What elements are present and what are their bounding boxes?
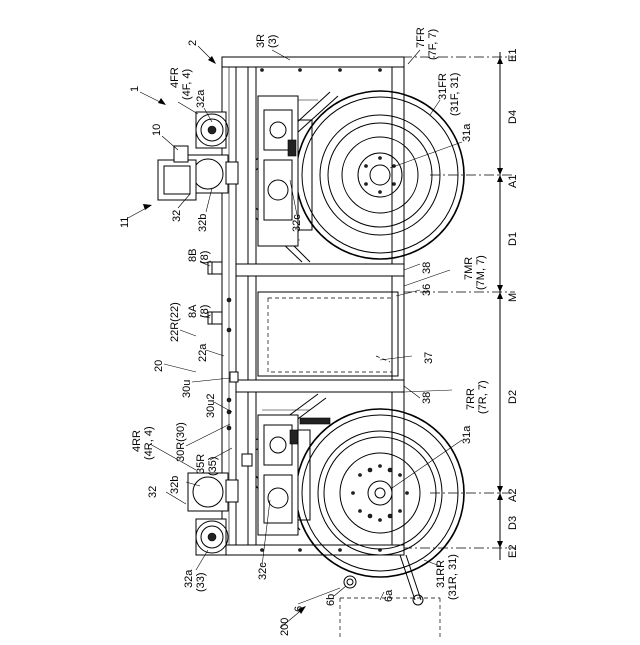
label-3r: 3R: [255, 34, 267, 48]
label-31fr-sub: (31F, 31): [449, 73, 461, 116]
label-4rr: 4RR: [131, 430, 143, 452]
label-32b-top: 32b: [197, 214, 209, 232]
label-7fr: 7FR: [415, 27, 427, 48]
label-7mr: 7MR: [463, 257, 475, 280]
front-drive-assembly: [258, 96, 312, 246]
label-31a-top: 31a: [461, 123, 473, 142]
label-22a: 22a: [197, 343, 209, 362]
label-7fr-sub: (7F, 7): [427, 29, 439, 60]
label-200: 200: [279, 618, 291, 636]
label-8a: 8A: [187, 304, 199, 318]
label-6b: 6b: [325, 594, 337, 606]
dim-d3: D3: [507, 516, 519, 530]
motor-housing-10: [158, 146, 196, 200]
label-20: 20: [153, 360, 165, 372]
dimension-labels: E1 D4 A1 D1 M D2 A2 D3 E2: [507, 49, 519, 558]
rear-drive-assembly: [258, 415, 330, 535]
label-11: 11: [119, 217, 131, 228]
label-31rr-sub: (31R, 31): [447, 554, 459, 600]
label-30u: 30u: [181, 380, 193, 398]
dim-e2: E2: [507, 545, 519, 558]
dim-m: M: [507, 293, 519, 302]
label-32a-bot-sub: (33): [195, 572, 207, 592]
label-38-top: 38: [421, 262, 433, 274]
label-38-bot: 38: [421, 392, 433, 404]
label-31fr: 31FR: [437, 73, 449, 100]
label-8b: 8B: [187, 249, 199, 262]
label-32-bot: 32: [147, 486, 159, 498]
label-3r-sub: (3): [267, 35, 279, 48]
label-32a-bot: 32a: [183, 569, 195, 588]
label-31a-bot: 31a: [461, 425, 473, 444]
label-10: 10: [151, 124, 163, 136]
dim-d1: D1: [507, 232, 519, 246]
label-8b-sub: (8): [199, 251, 211, 264]
label-32-top: 32: [171, 210, 183, 222]
label-32a-top: 32a: [195, 89, 207, 108]
main-frame: [222, 57, 404, 555]
label-7rr-sub: (7R, 7): [477, 380, 489, 414]
label-7rr: 7RR: [465, 388, 477, 410]
center-compartment: [258, 292, 398, 376]
dim-e1: E1: [507, 49, 519, 62]
label-6: 6: [293, 606, 305, 612]
dim-d2: D2: [507, 390, 519, 404]
label-1: 1: [129, 86, 141, 92]
label-32c-top: 32c: [291, 214, 303, 232]
label-30r: 30R(30): [175, 422, 187, 462]
label-7mr-sub: (7M, 7): [475, 255, 487, 290]
label-22r: 22R(22): [169, 302, 181, 342]
label-30u2: 30u2: [205, 394, 217, 418]
label-32b-bot: 32b: [169, 476, 181, 494]
label-31rr: 31RR: [435, 560, 447, 588]
label-4fr-sub: (4F, 4): [181, 69, 193, 100]
label-35r-sub: (35): [207, 456, 219, 476]
label-6a: 6a: [383, 589, 395, 602]
label-2: 2: [187, 40, 199, 46]
dim-a2: A2: [507, 489, 519, 502]
dim-a1: A1: [507, 175, 519, 188]
label-36: 36: [421, 284, 433, 296]
label-4fr: 4FR: [169, 67, 181, 88]
label-8a-sub: (8): [199, 305, 211, 318]
label-32c-bot: 32c: [257, 562, 269, 580]
label-4rr-sub: (4R, 4): [143, 426, 155, 460]
label-37: 37: [423, 352, 435, 364]
label-35r: 35R: [195, 454, 207, 474]
dim-d4: D4: [507, 110, 519, 124]
